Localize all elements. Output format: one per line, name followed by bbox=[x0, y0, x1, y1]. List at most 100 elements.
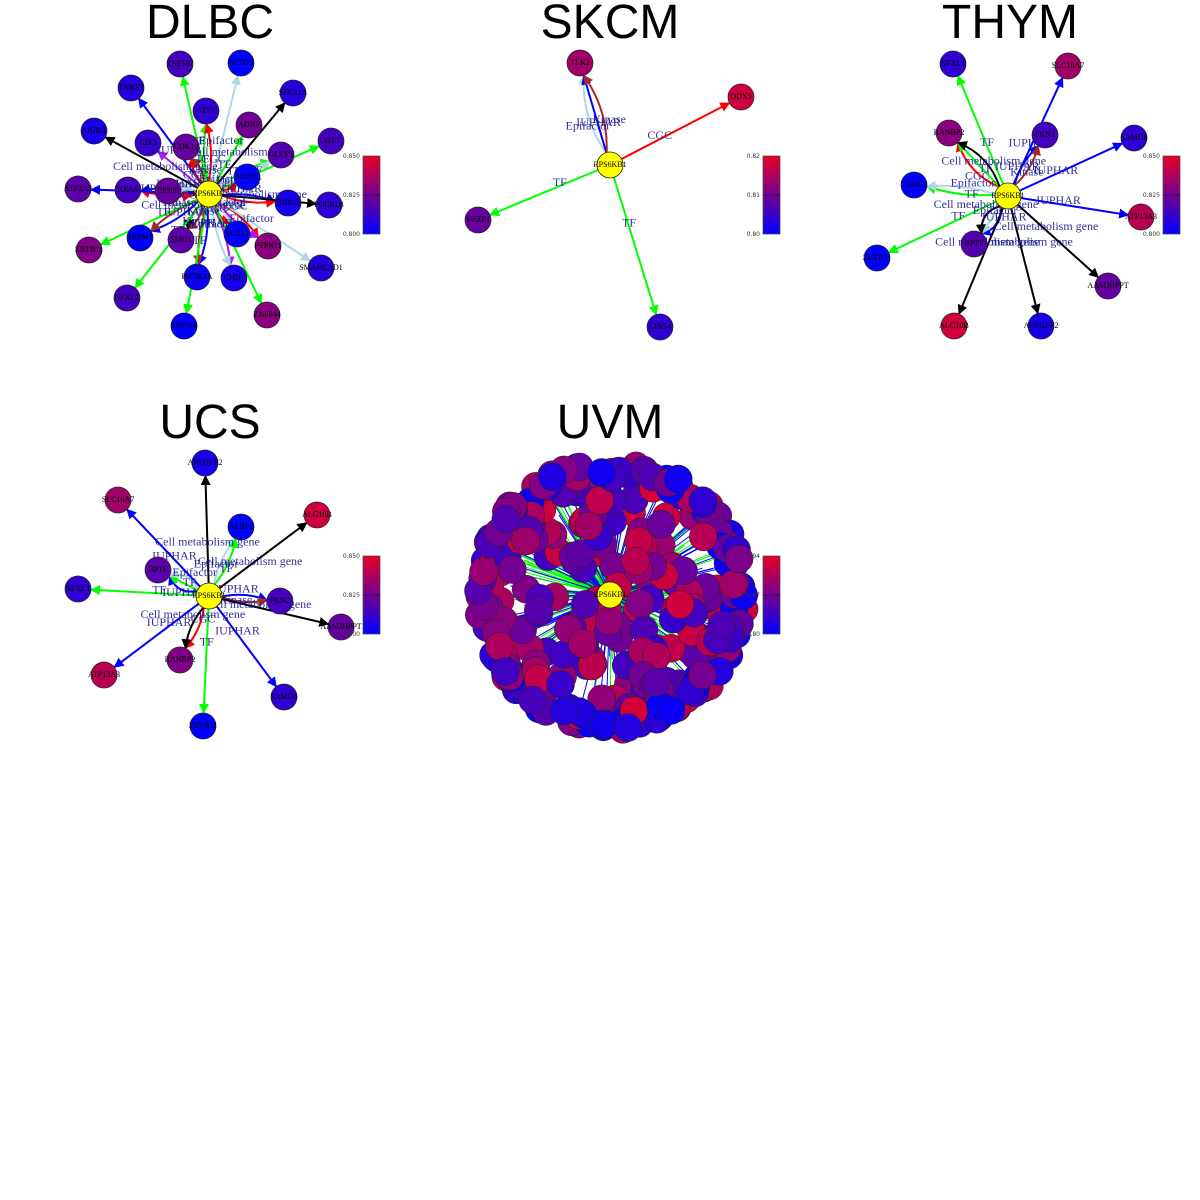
edge-label: Epifactor bbox=[951, 175, 996, 189]
gene-node bbox=[688, 486, 718, 516]
gene-node-label: CHD1 bbox=[224, 273, 245, 282]
edge-label: TF bbox=[183, 575, 197, 589]
edge-label: CGC bbox=[223, 199, 248, 213]
gene-node-label: SMG1 bbox=[170, 235, 191, 244]
edge-kinase bbox=[1013, 145, 1041, 187]
gene-node bbox=[104, 486, 132, 514]
gene-node-label: AASDHPPT bbox=[1087, 281, 1128, 290]
edge-tf bbox=[956, 75, 1005, 186]
panel-title: SKCM bbox=[541, 0, 680, 49]
legend-tick: 0.87 bbox=[747, 592, 761, 599]
gene-node bbox=[940, 312, 968, 340]
edge-tf bbox=[99, 198, 199, 246]
edge-tf bbox=[89, 585, 198, 597]
gene-node bbox=[724, 544, 754, 574]
edge-cell-metabolism-gene bbox=[200, 474, 211, 585]
color-legend: 0.800.810.82 bbox=[747, 153, 781, 238]
edge-label: IUPHAR bbox=[1036, 193, 1081, 207]
edge-iuphar bbox=[1019, 196, 1130, 219]
edge-label: Cell metabolism gene bbox=[198, 554, 303, 568]
gene-node bbox=[303, 501, 331, 529]
gene-node bbox=[279, 79, 307, 107]
edges bbox=[89, 474, 330, 715]
gene-node bbox=[235, 111, 263, 139]
edge-label: Epifactor bbox=[199, 133, 244, 147]
gene-node-label: KRAS bbox=[117, 185, 138, 194]
gene-node-label: SAMD8 bbox=[270, 692, 297, 701]
edge-label: Cell metabolism gene bbox=[141, 607, 246, 621]
edge-tf bbox=[887, 200, 998, 254]
edge-other bbox=[157, 150, 201, 188]
gene-node-label: RANBP2 bbox=[165, 655, 196, 664]
edge-label: Kinase bbox=[219, 592, 252, 606]
gene-node bbox=[613, 713, 643, 742]
gene-node bbox=[114, 176, 142, 204]
gene-node-label: AP3M1 bbox=[81, 126, 106, 135]
edge-label: CGC bbox=[201, 151, 226, 165]
gene-node-label: AEBP2 bbox=[902, 180, 926, 189]
gene-node-label: GLYR1 bbox=[269, 150, 294, 159]
gene-node bbox=[227, 49, 255, 77]
gene-node-label: NFXL1 bbox=[66, 584, 91, 593]
gene-node bbox=[646, 313, 674, 341]
edge-label: TF bbox=[195, 152, 209, 166]
edge-label: IUPHAR bbox=[576, 115, 621, 129]
edge-label: TF bbox=[553, 175, 567, 189]
edge-tf bbox=[612, 176, 659, 316]
gene-node bbox=[144, 556, 172, 584]
edge-label: Kinase bbox=[182, 214, 215, 228]
gene-node-label: PKN2 bbox=[270, 596, 290, 605]
edge-label: TF bbox=[152, 582, 166, 596]
edge-label: IUPHAR bbox=[214, 581, 259, 595]
edge-cgc bbox=[204, 123, 214, 183]
gene-node bbox=[307, 254, 335, 282]
gene-node bbox=[568, 629, 597, 658]
gene-node-label: LIN54 bbox=[649, 322, 670, 331]
gene-node bbox=[594, 606, 624, 636]
gene-node-label: PTPN11 bbox=[254, 241, 281, 250]
edge-kinase bbox=[190, 157, 205, 184]
gene-node bbox=[113, 284, 141, 312]
edge-label: Cell metabolism gene bbox=[189, 145, 294, 159]
gene-node bbox=[571, 590, 600, 619]
edge-cell-metabolism-gene bbox=[181, 606, 205, 650]
edge-label: TF bbox=[622, 216, 636, 230]
gene-node bbox=[490, 657, 520, 686]
edge-cgc bbox=[620, 102, 731, 161]
gene-node-label: NFXL1 bbox=[941, 59, 966, 68]
legend-tick: 0.800 bbox=[343, 631, 360, 638]
gene-node bbox=[719, 570, 748, 599]
center-node bbox=[195, 180, 223, 208]
gene-node bbox=[707, 610, 736, 640]
gene-node bbox=[566, 49, 594, 77]
gene-node-label: RANBP2 bbox=[934, 128, 965, 137]
edge-label: IUPHAR bbox=[163, 204, 208, 218]
edge-label: CGC bbox=[226, 192, 251, 206]
edge-label: Cell metabolism gene bbox=[941, 153, 1046, 167]
edge-label: Kinase bbox=[189, 163, 222, 177]
edge-tf bbox=[489, 168, 600, 217]
edge-label: IUPHAR bbox=[147, 615, 192, 629]
center-node-label: RPS6KB1 bbox=[192, 189, 225, 198]
gene-node bbox=[183, 263, 211, 291]
gene-node-label: PKN2 bbox=[1035, 130, 1055, 139]
gene-node-label: ATP13A3 bbox=[1125, 212, 1157, 221]
gene-node bbox=[167, 226, 195, 254]
edge-label: TF bbox=[951, 209, 965, 223]
gene-node bbox=[485, 632, 514, 661]
gene-node-label: SUZ12 bbox=[225, 229, 248, 238]
gene-node bbox=[663, 464, 693, 494]
edge-label: TF bbox=[965, 186, 979, 200]
gene-node bbox=[621, 546, 650, 576]
edge-cell-metabolism-gene bbox=[220, 194, 318, 208]
legend-tick: 0.850 bbox=[343, 553, 360, 560]
legend-tick: 0.80 bbox=[747, 231, 761, 238]
edge-label: TF bbox=[156, 204, 170, 218]
gene-node bbox=[266, 587, 294, 615]
gene-node bbox=[469, 557, 498, 586]
